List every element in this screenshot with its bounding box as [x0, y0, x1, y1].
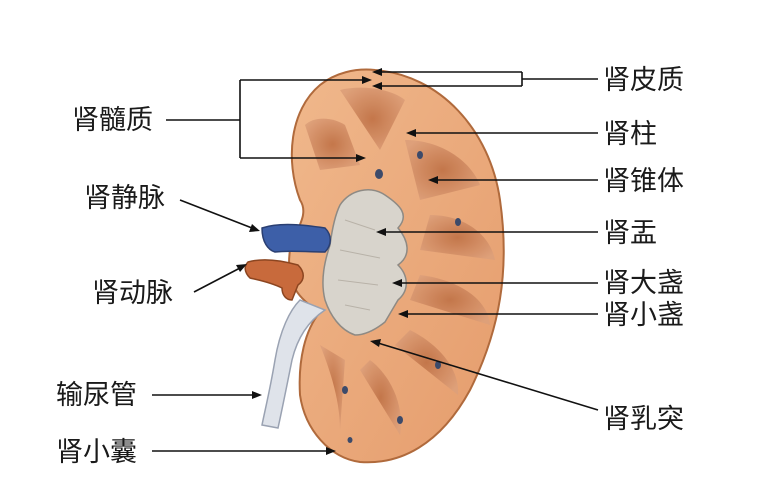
label-renal-column: 肾柱: [603, 119, 657, 150]
ureter-pointer: [152, 391, 262, 399]
label-renal-pyramid: 肾锥体: [603, 166, 684, 197]
capsule-pointer: [152, 447, 336, 455]
renal-vein: [261, 223, 331, 253]
label-major-calyx: 肾大盏: [603, 268, 684, 299]
ureter: [261, 299, 327, 429]
label-minor-calyx: 肾小盏: [603, 300, 684, 331]
renal-papilla-pointer: [370, 339, 599, 411]
label-renal-vein: 肾静脉: [84, 183, 165, 214]
renal-pyramid-pointer: [428, 176, 598, 184]
label-ureter: 输尿管: [56, 380, 137, 411]
major-calyx-pointer: [392, 279, 598, 287]
label-medulla: 肾髓质: [72, 105, 153, 136]
papilla-dots: [342, 151, 461, 443]
label-renal-papilla: 肾乳突: [603, 404, 684, 435]
cortex-pointer: [372, 68, 598, 90]
renal-column-pointer: [406, 129, 598, 137]
label-renal-pelvis: 肾盂: [603, 218, 657, 249]
minor-calyx-pointer: [398, 310, 598, 318]
renal-pelvis: [322, 189, 408, 336]
pelvis-texture: [337, 219, 381, 311]
renal-artery-pointer: [193, 264, 247, 293]
medulla-pointer: [166, 76, 372, 162]
renal-artery: [244, 259, 304, 301]
label-capsule: 肾小囊: [56, 437, 137, 468]
renal-pelvis-pointer: [376, 228, 598, 236]
label-cortex: 肾皮质: [603, 65, 684, 96]
renal-vein-pointer: [179, 199, 260, 232]
label-renal-artery: 肾动脉: [92, 278, 173, 309]
renal-pyramids: [305, 87, 495, 435]
